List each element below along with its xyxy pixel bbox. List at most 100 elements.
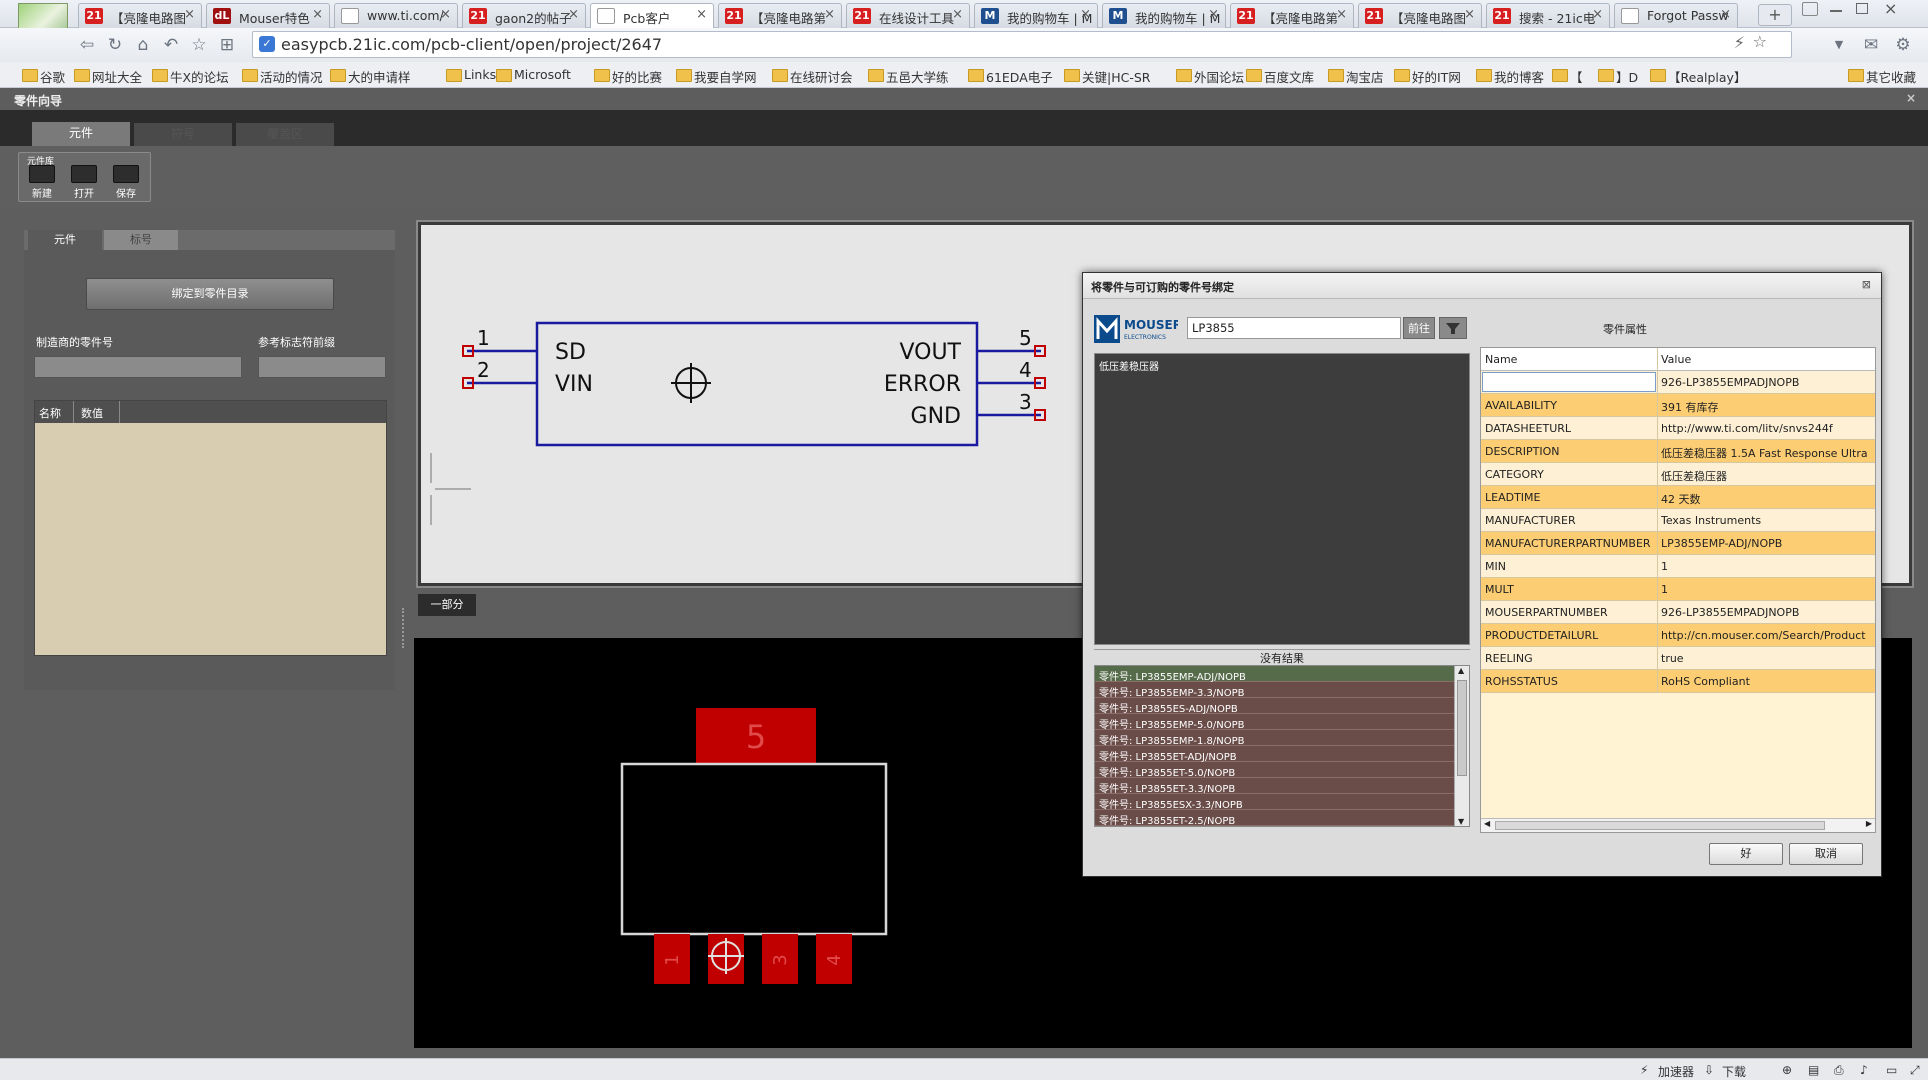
splitter-handle[interactable] (402, 608, 408, 648)
download-icon[interactable]: ⇩ (1704, 1063, 1715, 1077)
list-scrollbar[interactable]: ▲ ▼ (1454, 666, 1469, 826)
tab-close-icon[interactable]: × (1592, 7, 1603, 22)
result-list-item[interactable]: 零件号: LP3855ET-3.3/NOPB (1095, 778, 1455, 795)
horizontal-scrollbar[interactable]: ◀ ▶ (1481, 818, 1875, 832)
pin-end[interactable] (462, 345, 474, 357)
scroll-right-icon[interactable]: ▶ (1865, 819, 1872, 828)
tab-close-icon[interactable]: × (184, 7, 195, 22)
bookmark-item[interactable]: 牛X的论坛 (152, 67, 229, 86)
result-list-item[interactable]: 零件号: LP3855ESX-3.3/NOPB (1095, 794, 1455, 811)
lightning-icon[interactable]: ⚡ (1733, 33, 1745, 52)
tab-close-icon[interactable]: × (696, 7, 707, 22)
property-name[interactable] (1482, 372, 1656, 392)
tab-close-icon[interactable]: × (1720, 7, 1731, 22)
bookmark-item[interactable]: 五邑大学练 (868, 67, 949, 86)
skin-icon[interactable] (1802, 2, 1818, 16)
dropdown-icon[interactable]: ▼ (1834, 38, 1844, 51)
result-list-item[interactable]: 零件号: LP3855EMP-3.3/NOPB (1095, 682, 1455, 699)
result-list-item[interactable]: 零件号: LP3855ET-2.5/NOPB (1095, 810, 1455, 826)
new-tab-button[interactable]: + (1758, 4, 1792, 26)
bookmark-item[interactable]: 好的比赛 (594, 67, 662, 86)
bookmark-item[interactable]: 谷歌 (22, 67, 65, 86)
accelerator-label[interactable]: 加速器 (1658, 1065, 1695, 1079)
pin-end[interactable] (1034, 377, 1046, 389)
tab-close-icon[interactable]: × (1336, 7, 1347, 22)
tab-close-icon[interactable]: × (568, 7, 579, 22)
ref-prefix-input[interactable] (258, 356, 386, 378)
pin-end[interactable] (1034, 345, 1046, 357)
pin-end[interactable] (1034, 409, 1046, 421)
apps-grid-icon[interactable]: ⊞ (219, 35, 235, 55)
new-button[interactable]: 新建 (25, 165, 59, 200)
refresh-icon[interactable]: ↻ (107, 35, 123, 55)
plus-icon[interactable]: ⊕ (1782, 1063, 1793, 1077)
pad[interactable] (654, 934, 690, 984)
result-list-item[interactable]: 零件号: LP3855ES-ADJ/NOPB (1095, 698, 1455, 715)
print-icon[interactable]: ⎙ (1834, 1063, 1844, 1077)
tab-close-icon[interactable]: × (312, 7, 323, 22)
mail-icon[interactable]: ✉ (1863, 35, 1879, 55)
bookmark-item[interactable]: 61EDA电子 (968, 67, 1053, 86)
tab-close-icon[interactable]: × (1208, 7, 1219, 22)
filter-button[interactable] (1439, 317, 1467, 339)
result-list-item[interactable]: 零件号: LP3855ET-5.0/NOPB (1095, 762, 1455, 779)
scroll-thumb[interactable] (1495, 821, 1825, 830)
result-list-item[interactable]: 零件号: LP3855ET-ADJ/NOPB (1095, 746, 1455, 763)
bookmark-item[interactable]: Links (446, 67, 496, 82)
go-button[interactable]: 前往 (1403, 317, 1435, 339)
tab-panel-component[interactable]: 元件 (28, 230, 102, 250)
tab-panel-label[interactable]: 标号 (104, 230, 178, 250)
bookmark-item[interactable]: 【Realplay】 (1650, 67, 1746, 86)
tab-footprint[interactable]: 覆盖区 (236, 123, 334, 146)
tab-symbol[interactable]: 符号 (134, 123, 232, 146)
bookmark-item[interactable]: 大的申请样 (330, 67, 411, 86)
category-tree[interactable]: 低压差稳压器 (1094, 353, 1470, 645)
monitor-icon[interactable]: ▭ (1886, 1063, 1898, 1077)
pad[interactable] (816, 934, 852, 984)
tab-close-icon[interactable]: × (1080, 7, 1091, 22)
bookmark-item[interactable]: 在线研讨会 (772, 67, 853, 86)
result-list-item[interactable]: 零件号: LP3855EMP-5.0/NOPB (1095, 714, 1455, 731)
result-list-item[interactable]: 零件号: LP3855EMP-1.8/NOPB (1095, 730, 1455, 747)
result-list-item[interactable]: 零件号: LP3855EMP-ADJ/NOPB (1095, 666, 1455, 683)
pad[interactable] (696, 708, 816, 764)
bookmark-item[interactable]: 】D (1598, 67, 1638, 86)
page-icon[interactable]: ▤ (1808, 1063, 1820, 1077)
property-row[interactable]: 926-LP3855EMPADJNOPB (1481, 371, 1875, 394)
ok-button[interactable]: 好 (1709, 843, 1783, 865)
bind-to-catalog-button[interactable]: 绑定到零件目录 (86, 278, 334, 310)
tab-close-icon[interactable]: × (824, 7, 835, 22)
scroll-up-icon[interactable]: ▲ (1458, 666, 1465, 675)
back-icon[interactable]: ⇦ (79, 35, 95, 55)
save-button[interactable]: 保存 (109, 165, 143, 200)
bookmark-item[interactable]: 我的博客 (1476, 67, 1544, 86)
browser-tab[interactable]: 21【亮隆电路图× (78, 3, 202, 28)
accelerator-icon[interactable]: ⚡ (1640, 1063, 1649, 1077)
bookmark-item[interactable]: 活动的情况 (242, 67, 323, 86)
minimize-icon[interactable] (1830, 10, 1842, 12)
category-item[interactable]: 低压差稳压器 (1099, 362, 1159, 373)
maximize-icon[interactable] (1856, 3, 1868, 14)
pad[interactable] (762, 934, 798, 984)
browser-tab[interactable]: 21【亮隆电路第× (1230, 3, 1354, 28)
scroll-down-icon[interactable]: ▼ (1458, 817, 1465, 826)
dialog-close-icon[interactable]: ⊠ (1861, 278, 1871, 291)
cancel-button[interactable]: 取消 (1789, 843, 1863, 865)
bookmark-item[interactable]: 关键|HC-SR (1064, 67, 1150, 86)
bookmark-item[interactable]: 网址大全 (74, 67, 142, 86)
wizard-close-icon[interactable]: × (1905, 91, 1916, 105)
expand-icon[interactable]: ⤢ (1910, 1063, 1920, 1077)
